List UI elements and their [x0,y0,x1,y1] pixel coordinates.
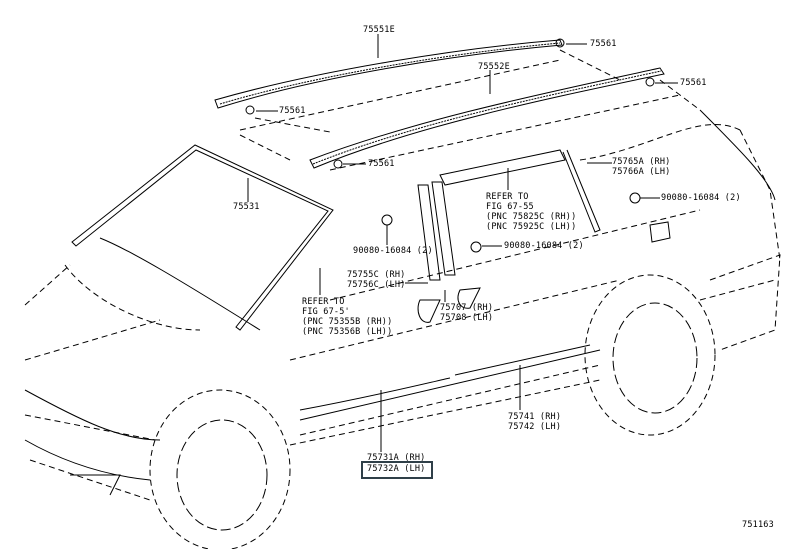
label-75731a: 75731A (RH) [367,453,426,463]
label-screw-front: 90080-16084 (2) [353,246,433,256]
figure-number: 751163 [742,520,774,530]
label-line: 75765A (RH) [612,157,671,167]
label-front-pillar-ref: REFER TO FIG 67-5' (PNC 75355B (RH)) (PN… [302,297,392,337]
label-center-pillar-moulding: 75707 (RH) 75708 (LH) [440,303,493,323]
label-line: REFER TO [302,297,345,307]
label-75561-b: 75561 [680,78,707,88]
label-line: 75766A (LH) [612,167,671,177]
label-75732a-highlighted[interactable]: 75732A (LH) [367,464,426,474]
label-75552e: 75552E [478,62,510,72]
label-quarter-window-moulding: 75765A (RH) 75766A (LH) [612,157,671,177]
label-line: FIG 67-55 [486,202,534,212]
label-line: 75741 (RH) [508,412,562,422]
label-line: REFER TO [486,192,529,202]
label-line: (PNC 75355B (RH)) [302,317,393,327]
label-75531: 75531 [233,202,260,212]
roof-rail-lh [214,39,563,109]
label-75551e: 75551E [363,25,395,35]
highlight-box [361,461,433,479]
label-screw-center: 90080-16084 (2) [504,241,584,251]
label-line: (PNC 75825C (RH)) [486,212,577,222]
label-line: 75742 (LH) [508,422,562,432]
label-line: FIG 67-5' [302,307,350,317]
label-front-door-frame-moulding: 75755C (RH) 75756C (LH) [347,270,406,290]
label-rear-door-side-moulding: 75741 (RH) 75742 (LH) [508,412,561,432]
label-75561-c: 75561 [279,106,306,116]
label-line: 75708 (LH) [440,313,494,323]
label-line: 75707 (RH) [440,303,494,313]
label-75561-d: 75561 [368,159,395,169]
label-line: (PNC 75356B (LH)) [302,327,393,337]
label-line: 75756C (LH) [347,280,406,290]
label-line: 75755C (RH) [347,270,406,280]
label-line: (PNC 75925C (LH)) [486,222,577,232]
roof-rail-rh [309,67,665,169]
label-screw-rear: 90080-16084 (2) [661,193,741,203]
label-75561-a: 75561 [590,39,617,49]
label-rear-door-ref: REFER TO FIG 67-55 (PNC 75825C (RH)) (PN… [486,192,576,232]
